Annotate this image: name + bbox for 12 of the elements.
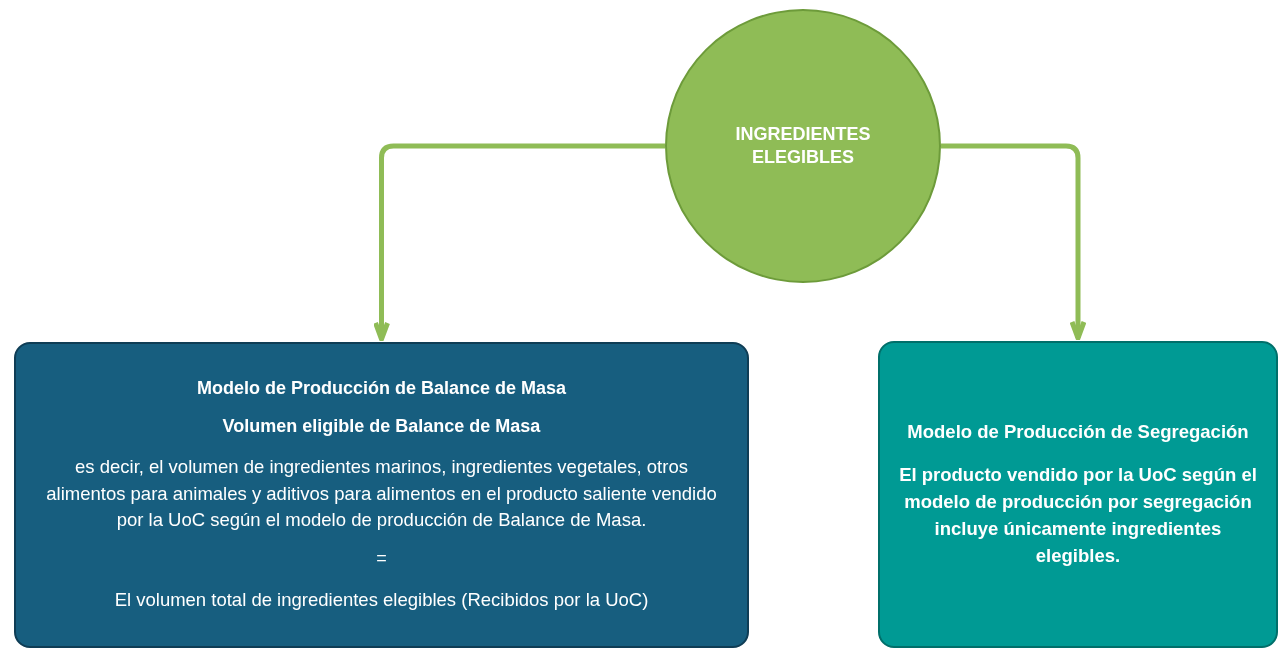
node-description: El producto vendido por la UoC según el modelo de producción por segregación incluye únicamente ingredientes elegibles. <box>898 463 1258 568</box>
node-title: INGREDIENTES ELEGIBLES <box>734 122 872 169</box>
node-description: El volumen total de ingredientes elegibles (Recibidos por la UoC) <box>114 588 649 613</box>
process-box <box>14 342 749 648</box>
arrow <box>941 143 1087 341</box>
node-title: Modelo de Producción de Segregación <box>907 420 1249 445</box>
equals-sign: = <box>376 547 387 571</box>
arrow <box>373 143 665 342</box>
node-title: Modelo de Producción de Balance de Masa <box>196 377 567 401</box>
process-box <box>878 341 1278 648</box>
node-description: es decir, el volumen de ingredientes marinos, ingredientes vegetales, otros alimentos para animales y aditivos para alimentos en el producto saliente vendido por la UoC según el modelo de producción de Balance de Masa. <box>45 455 718 532</box>
node-subtitle: Volumen eligible de Balance de Masa <box>222 414 541 438</box>
